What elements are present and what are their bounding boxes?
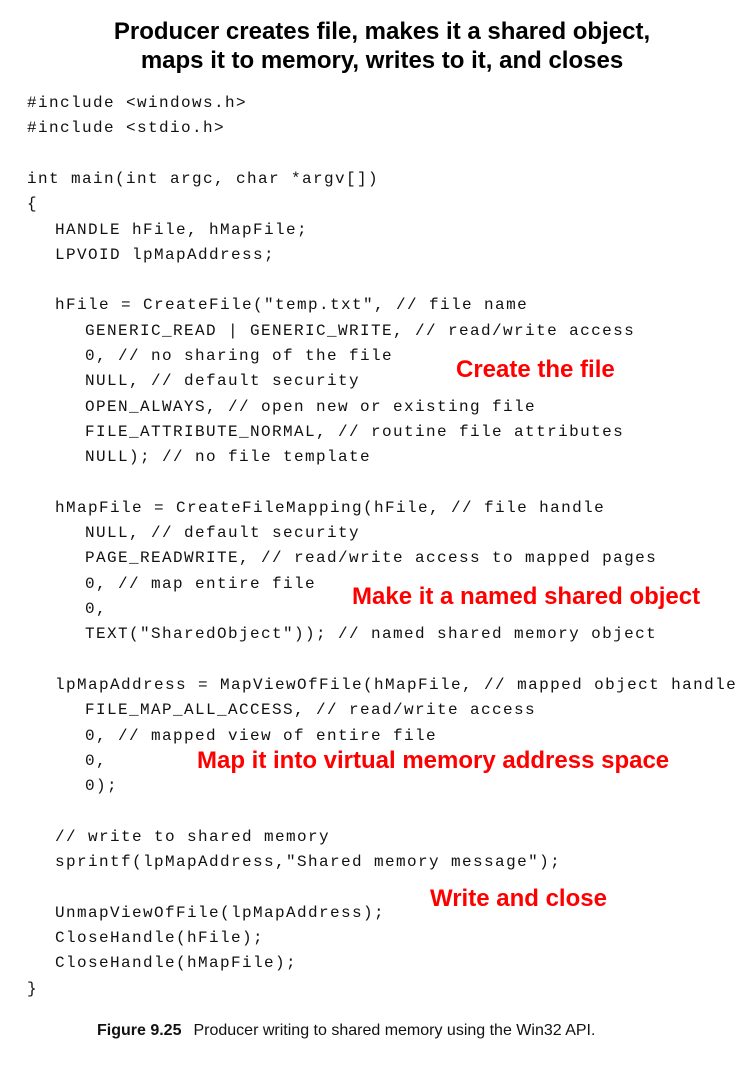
code-line: 0, (85, 751, 108, 770)
code-line: FILE_MAP_ALL_ACCESS, // read/write acces… (85, 701, 537, 720)
code-line: sprintf(lpMapAddress,"Shared memory mess… (55, 853, 562, 871)
code-line: 0, // mapped view of entire file (85, 726, 438, 745)
code-line: NULL); // no file template (85, 448, 372, 467)
code-line: // write to shared memory (55, 827, 331, 846)
slide-title: Producer creates file, makes it a shared… (0, 17, 756, 75)
code-line: { (27, 195, 39, 214)
code-line: LPVOID lpMapAddress; (55, 245, 276, 264)
code-line: CloseHandle(hFile); (55, 928, 265, 947)
code-line: NULL, // default security (85, 372, 361, 391)
annotation-create-file: Create the file (456, 356, 615, 383)
code-line: int main(int argc, char *argv[]) (27, 169, 380, 188)
figure-label: Figure 9.25 (97, 1022, 182, 1039)
code-line: UnmapViewOfFile(lpMapAddress); (55, 903, 386, 922)
title-line-2: maps it to memory, writes to it, and clo… (140, 47, 624, 74)
code-line: #include <windows.h> (27, 94, 248, 112)
code-line: TEXT("SharedObject")); // named shared m… (85, 625, 658, 644)
code-line: 0, // map entire file (85, 574, 317, 593)
figure-caption: Figure 9.25 Producer writing to shared me… (97, 1022, 595, 1040)
code-line: } (27, 979, 39, 998)
code-line: 0, (85, 600, 108, 618)
code-line: PAGE_READWRITE, // read/write access to … (85, 549, 658, 568)
annotation-shared-object: Make it a named shared object (352, 583, 701, 610)
code-line: FILE_ATTRIBUTE_NORMAL, // routine file a… (85, 422, 625, 441)
code-line: GENERIC_READ | GENERIC_WRITE, // read/wr… (85, 321, 636, 340)
annotation-write-close: Write and close (430, 885, 607, 912)
code-line: NULL, // default security (85, 524, 361, 543)
code-line: CloseHandle(hMapFile); (55, 954, 298, 973)
code-line: OPEN_ALWAYS, // open new or existing fil… (85, 397, 537, 416)
code-line: 0, // no sharing of the file (85, 347, 394, 365)
code-line: 0); (85, 777, 119, 796)
code-line: #include <stdio.h> (27, 119, 226, 138)
code-line: lpMapAddress = MapViewOfFile(hMapFile, /… (55, 675, 738, 694)
code-line: hFile = CreateFile("temp.txt", // file n… (55, 296, 529, 315)
code-line: hMapFile = CreateFileMapping(hFile, // f… (55, 498, 606, 517)
annotation-map-memory: Map it into virtual memory address space (197, 747, 670, 774)
code-line: HANDLE hFile, hMapFile; (55, 220, 309, 239)
title-line-1: Producer creates file, makes it a shared… (113, 18, 651, 45)
figure-caption-text: Producer writing to shared memory using … (193, 1022, 596, 1039)
